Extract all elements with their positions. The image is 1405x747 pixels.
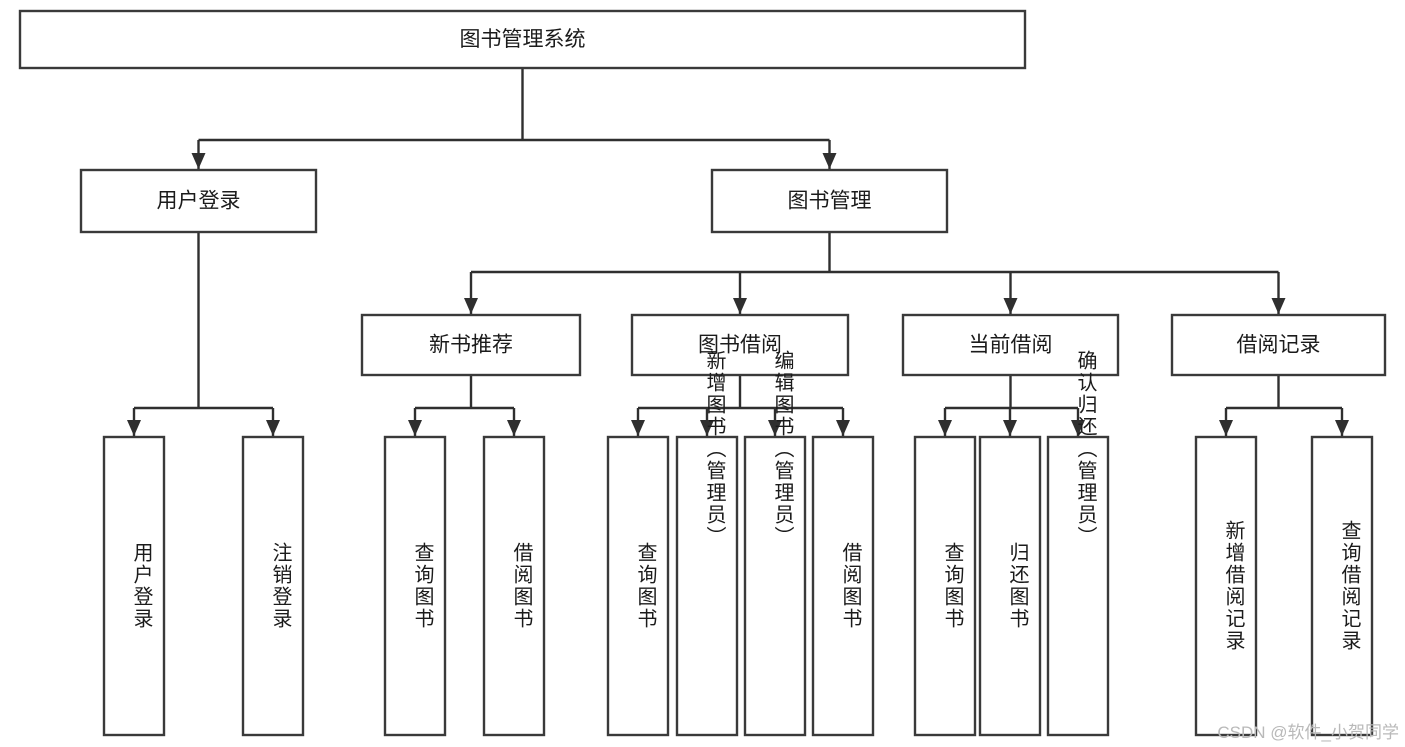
node-label: 用户登录 bbox=[157, 190, 241, 213]
arrowhead-icon bbox=[1071, 420, 1085, 436]
node-box[interactable] bbox=[1170, 313, 1387, 377]
arrowhead-icon bbox=[822, 153, 837, 169]
node-box[interactable] bbox=[1194, 435, 1258, 737]
arrowhead-icon bbox=[1003, 298, 1018, 314]
node-box[interactable] bbox=[710, 168, 949, 234]
node-label: 查询图书 bbox=[411, 542, 434, 630]
node-box[interactable] bbox=[675, 435, 739, 737]
node-level2-0[interactable]: 用户登录 bbox=[79, 168, 318, 234]
node-label: 图书借阅 bbox=[698, 334, 782, 357]
arrowhead-icon bbox=[266, 420, 280, 436]
node-label: 查询图书 bbox=[941, 542, 964, 630]
arrowhead-icon bbox=[1271, 298, 1286, 314]
arrowhead-icon bbox=[938, 420, 952, 436]
arrowhead-icon bbox=[127, 420, 141, 436]
node-leaf-0[interactable]: 用户登录 bbox=[102, 435, 166, 737]
node-leaf-11[interactable]: 新增借阅记录 bbox=[1194, 435, 1258, 737]
arrowhead-icon bbox=[1003, 420, 1017, 436]
node-leaf-8[interactable]: 查询图书 bbox=[913, 435, 977, 737]
node-box[interactable] bbox=[901, 313, 1120, 377]
node-box[interactable] bbox=[18, 9, 1027, 70]
node-label: 归还图书 bbox=[1006, 542, 1029, 630]
node-leaf-5[interactable]: 新增图书（管理员） bbox=[675, 350, 739, 737]
node-leaf-12[interactable]: 查询借阅记录 bbox=[1310, 435, 1374, 737]
node-box[interactable] bbox=[978, 435, 1042, 737]
node-box[interactable] bbox=[630, 313, 850, 377]
node-leaf-1[interactable]: 注销登录 bbox=[241, 435, 305, 737]
node-leaf-4[interactable]: 查询图书 bbox=[606, 435, 670, 737]
node-box[interactable] bbox=[102, 435, 166, 737]
node-label: 借阅图书 bbox=[510, 542, 533, 630]
arrowhead-icon bbox=[1219, 420, 1233, 436]
node-leaf-2[interactable]: 查询图书 bbox=[383, 435, 447, 737]
node-label: 注销登录 bbox=[269, 542, 292, 630]
node-root-0[interactable]: 图书管理系统 bbox=[18, 9, 1027, 70]
node-label: 编辑图书（管理员） bbox=[771, 350, 794, 548]
node-box[interactable] bbox=[360, 313, 582, 377]
node-label: 当前借阅 bbox=[969, 334, 1053, 357]
connector-layer bbox=[127, 68, 1349, 436]
arrowhead-icon bbox=[507, 420, 521, 436]
node-level3-3[interactable]: 借阅记录 bbox=[1170, 313, 1387, 377]
node-level2-1[interactable]: 图书管理 bbox=[710, 168, 949, 234]
arrowhead-icon bbox=[408, 420, 422, 436]
node-box[interactable] bbox=[383, 435, 447, 737]
node-box[interactable] bbox=[743, 435, 807, 737]
node-label: 新增图书（管理员） bbox=[703, 350, 726, 548]
node-level3-1[interactable]: 图书借阅 bbox=[630, 313, 850, 377]
node-box[interactable] bbox=[241, 435, 305, 737]
node-label: 查询借阅记录 bbox=[1338, 520, 1361, 652]
node-box[interactable] bbox=[606, 435, 670, 737]
node-label: 借阅记录 bbox=[1237, 334, 1321, 357]
node-leaf-6[interactable]: 编辑图书（管理员） bbox=[743, 350, 807, 737]
node-label: 借阅图书 bbox=[839, 542, 862, 630]
arrowhead-icon bbox=[631, 420, 645, 436]
node-label: 确认归还（管理员） bbox=[1074, 350, 1097, 548]
node-label: 图书管理系统 bbox=[460, 28, 586, 51]
node-label: 新增借阅记录 bbox=[1222, 520, 1245, 652]
node-level3-2[interactable]: 当前借阅 bbox=[901, 313, 1120, 377]
arrowhead-icon bbox=[700, 420, 714, 436]
node-box[interactable] bbox=[1046, 435, 1110, 737]
node-label: 用户登录 bbox=[130, 542, 153, 630]
node-box[interactable] bbox=[913, 435, 977, 737]
arrowhead-icon bbox=[733, 298, 747, 314]
arrowhead-icon bbox=[768, 420, 782, 436]
arrowhead-icon bbox=[464, 298, 478, 314]
node-box[interactable] bbox=[482, 435, 546, 737]
node-leaf-7[interactable]: 借阅图书 bbox=[811, 435, 875, 737]
node-label: 新书推荐 bbox=[429, 334, 513, 357]
node-leaf-9[interactable]: 归还图书 bbox=[978, 435, 1042, 737]
node-box[interactable] bbox=[79, 168, 318, 234]
node-leaf-10[interactable]: 确认归还（管理员） bbox=[1046, 350, 1110, 737]
node-box[interactable] bbox=[811, 435, 875, 737]
node-box[interactable] bbox=[1310, 435, 1374, 737]
node-label: 图书管理 bbox=[788, 190, 872, 213]
node-layer: 图书管理系统用户登录图书管理新书推荐图书借阅当前借阅借阅记录用户登录注销登录查询… bbox=[18, 9, 1387, 737]
node-level3-0[interactable]: 新书推荐 bbox=[360, 313, 582, 377]
arrowhead-icon bbox=[191, 153, 206, 169]
node-leaf-3[interactable]: 借阅图书 bbox=[482, 435, 546, 737]
arrowhead-icon bbox=[1335, 420, 1349, 436]
node-label: 查询图书 bbox=[634, 542, 657, 630]
arrowhead-icon bbox=[836, 420, 850, 436]
